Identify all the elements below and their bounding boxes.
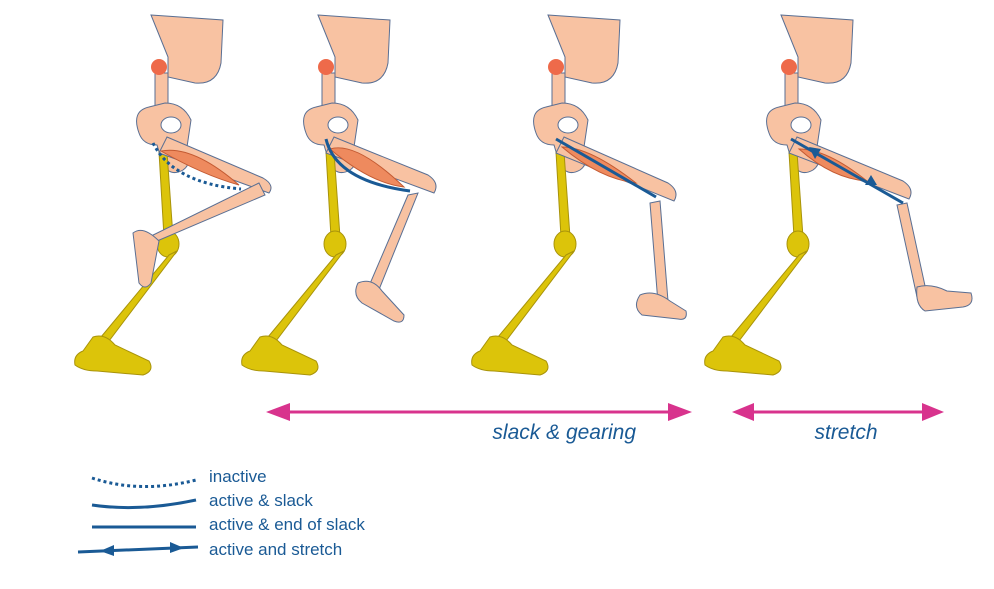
foot: [636, 292, 687, 320]
phase-arrowhead-left: [732, 403, 754, 421]
legend-label: active and stretch: [209, 540, 342, 559]
shin: [896, 202, 928, 298]
legend-swatch-dotted: [91, 476, 197, 489]
legend-arrowhead-left: [100, 545, 114, 556]
legend-item-active-end-of-slack: active & end of slack: [92, 515, 365, 534]
figure-active-slack: [241, 14, 437, 376]
shin: [365, 192, 419, 298]
hamstring-muscle: [159, 149, 240, 186]
tendon-active-stretch: [790, 137, 904, 205]
legend-label: active & slack: [209, 491, 313, 510]
phase-label-slack-gearing: slack & gearing: [492, 421, 636, 444]
stretch-arrowhead-left: [809, 147, 821, 159]
shin: [649, 200, 669, 304]
legend-label: inactive: [209, 467, 267, 486]
tendon-active-end-of-slack: [555, 137, 657, 199]
stance-leg: [704, 151, 810, 376]
phase-stretch: stretch: [732, 403, 944, 444]
stance-leg: [471, 151, 577, 376]
phase-arrowhead-left: [266, 403, 290, 421]
legend-item-active-stretch: active and stretch: [77, 540, 342, 559]
legend: inactive active & slack active & end of …: [77, 467, 365, 559]
legend-label: active & end of slack: [209, 515, 365, 534]
foot: [132, 229, 160, 288]
phase-slack-gearing: slack & gearing: [266, 403, 692, 444]
phase-arrowhead-right: [668, 403, 692, 421]
legend-arrowhead-right: [170, 542, 184, 553]
figure-inactive: [74, 14, 272, 376]
figure-active-end-of-slack: [471, 14, 687, 376]
foot: [355, 280, 405, 323]
tendon-active-slack: [324, 138, 411, 193]
phase-arrowhead-right: [922, 403, 944, 421]
stance-leg: [74, 151, 180, 376]
phase-label-stretch: stretch: [814, 421, 877, 444]
legend-item-active-slack: active & slack: [91, 491, 313, 510]
stretch-arrowhead-right: [865, 175, 877, 185]
legend-item-inactive: inactive: [91, 467, 267, 489]
hamstring-muscle: [328, 147, 406, 188]
foot: [916, 285, 973, 312]
femur: [158, 136, 272, 194]
legend-swatch-curved: [91, 498, 197, 510]
figure-active-stretch: [704, 14, 973, 376]
